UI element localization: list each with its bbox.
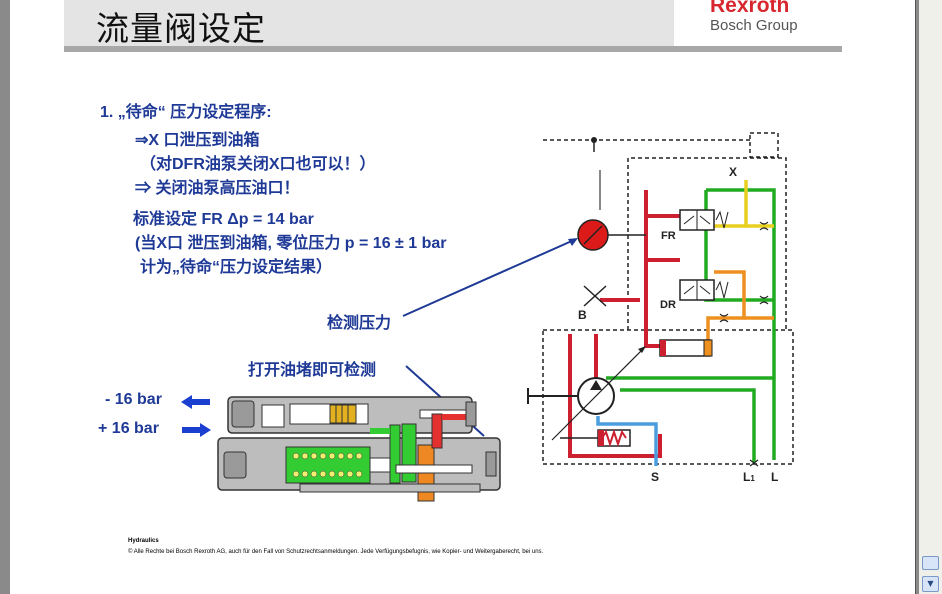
valve-dr [679, 279, 729, 301]
scrollbar[interactable]: ▼ [918, 0, 942, 594]
logo-box [674, 0, 842, 46]
body-line-close: ⇒ 关闭油泵高压油口！ [135, 180, 300, 197]
footer-division: Hydraulics [128, 538, 159, 544]
footer-copyright: © Alle Rechte bei Bosch Rexroth AG, auch… [128, 549, 544, 555]
stroke-cylinder-top [659, 339, 713, 357]
brand-logo: Rexroth [710, 0, 790, 17]
slide [10, 0, 916, 594]
valve-dr-label: DR [660, 299, 676, 311]
pressure-gauge-icon [577, 219, 646, 251]
port-b-label: B [578, 308, 587, 322]
orange-control-line [706, 270, 774, 346]
pressure-plus-label: + 16 bar [98, 420, 159, 437]
scroll-down-arrow[interactable]: ▼ [922, 576, 939, 592]
valve-fr [679, 209, 729, 231]
body-line-dfr: （对DFR油泵关闭X口也可以！） [140, 156, 376, 173]
port-l-label: L [771, 470, 779, 484]
port-b-plug-icon [583, 285, 607, 307]
header-rule [64, 46, 842, 52]
pressure-minus-label: - 16 bar [105, 391, 162, 408]
scrollbar-thumb[interactable] [922, 556, 939, 570]
body-line-x-port: ⇒X 口泄压到油箱 [135, 132, 260, 149]
port-x-label: X [729, 165, 738, 179]
body-line-result: 计为„待命“压力设定结果） [140, 259, 333, 276]
port-l1-label: L1 [743, 470, 755, 484]
step-heading: 1. „待命“ 压力设定程序: [100, 104, 272, 121]
arrow-left-icon [181, 395, 210, 409]
yellow-x-line [714, 180, 774, 228]
valve-fr-label: FR [661, 230, 676, 242]
port-s-label: S [651, 470, 660, 484]
green-drain-lines [606, 188, 776, 462]
body-line-standard: 标准设定 FR Δp = 14 bar [133, 211, 314, 228]
suction-line [596, 416, 658, 466]
callout-measure-line [402, 239, 575, 317]
arrow-right-icon [182, 423, 211, 437]
callout-open-plug: 打开油堵即可检测 [248, 362, 377, 379]
valve-cross-section [217, 396, 501, 502]
callout-measure-pressure: 检测压力 [327, 315, 392, 332]
slide-title: 流量阀设定 [96, 9, 266, 48]
pump-icon [527, 346, 646, 441]
brand-group: Bosch Group [710, 17, 798, 34]
stroke-cylinder-bottom [560, 428, 631, 448]
body-line-zero-pressure: (当X口 泄压到油箱, 零位压力 p = 16 ± 1 bar [135, 235, 447, 252]
